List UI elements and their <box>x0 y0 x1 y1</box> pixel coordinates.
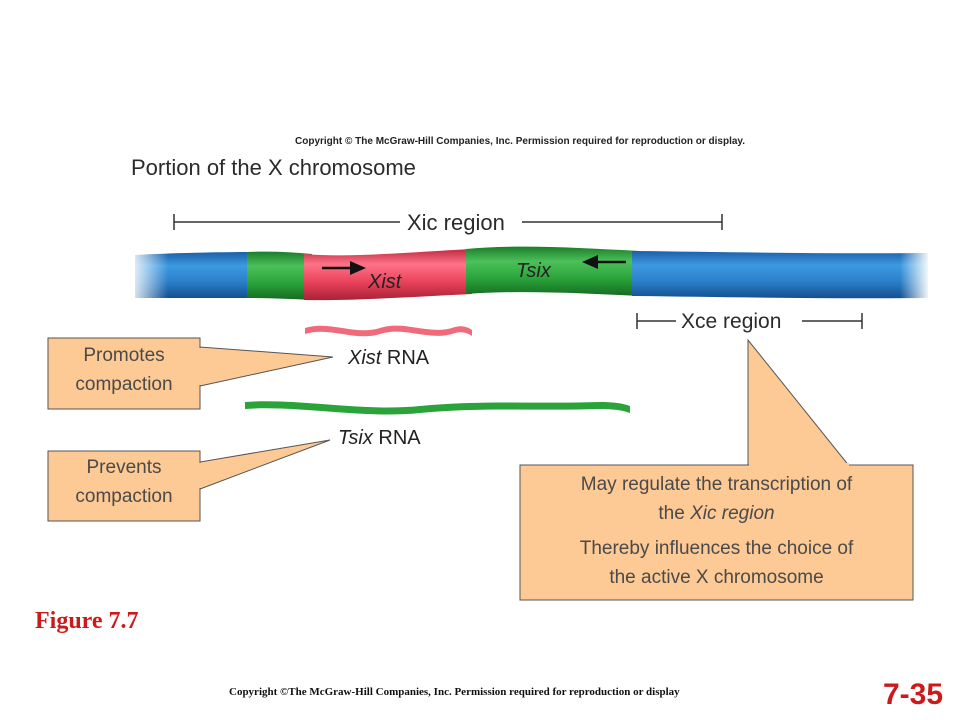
promotes-callout-box <box>47 337 201 410</box>
xce-line2-italic: Xic region <box>690 503 775 524</box>
xist-rna-label-suffix: RNA <box>381 347 429 369</box>
xist-rna-strand <box>305 325 472 337</box>
promotes-callout-pointer <box>199 346 334 387</box>
xce-line2-prefix: the <box>658 503 691 524</box>
prevents-line1: Prevents <box>86 457 162 478</box>
prevents-callout-box <box>47 450 201 522</box>
xce-region-label: Xce region <box>681 310 781 333</box>
xist-gene-label: Xist <box>367 271 403 293</box>
tsix-rna-label-italic: Tsix <box>338 427 374 449</box>
xce-callout-text: May regulate the transcription of the Xi… <box>520 470 913 592</box>
tsix-left-segment <box>247 251 312 300</box>
xce-callout-pointer <box>747 338 852 468</box>
tsix-gene-segment <box>466 246 640 296</box>
prevents-line2: compaction <box>75 486 173 507</box>
tsix-rna-strand <box>245 401 630 415</box>
xist-rna-label: Xist RNA <box>347 347 430 369</box>
prevents-callout-text: Prevents compaction <box>48 453 200 511</box>
xic-region-label: Xic region <box>407 210 505 235</box>
tsix-rna-label-suffix: RNA <box>373 427 421 449</box>
chromosome-right-segment <box>632 251 928 299</box>
xist-gene-segment <box>304 249 472 301</box>
prevents-callout-pointer <box>199 439 331 490</box>
promotes-callout-text: Promotes compaction <box>48 341 200 399</box>
tsix-gene-label: Tsix <box>516 260 552 282</box>
xce-line4: the active X chromosome <box>609 567 824 588</box>
xce-line2: the Xic region <box>520 499 913 528</box>
promotes-line2: compaction <box>75 374 173 395</box>
slide-number: 7-35 <box>883 678 944 711</box>
xic-region-bracket <box>173 214 723 230</box>
tsix-rna-label: Tsix RNA <box>338 427 421 449</box>
footer-copyright: Copyright ©The McGraw-Hill Companies, In… <box>229 686 680 698</box>
top-copyright: Copyright © The McGraw-Hill Companies, I… <box>295 136 745 147</box>
xce-line1: May regulate the transcription of <box>580 474 853 495</box>
figure-label: Figure 7.7 <box>35 608 139 634</box>
xce-line3: Thereby influences the choice of <box>579 538 854 559</box>
promotes-line1: Promotes <box>83 345 165 366</box>
xist-arrow-icon <box>322 261 366 275</box>
diagram-title: Portion of the X chromosome <box>131 155 416 180</box>
xist-rna-label-italic: Xist <box>347 347 383 369</box>
tsix-arrow-icon <box>582 255 626 269</box>
xce-region-bracket <box>636 313 863 329</box>
xce-callout-box <box>519 464 914 601</box>
